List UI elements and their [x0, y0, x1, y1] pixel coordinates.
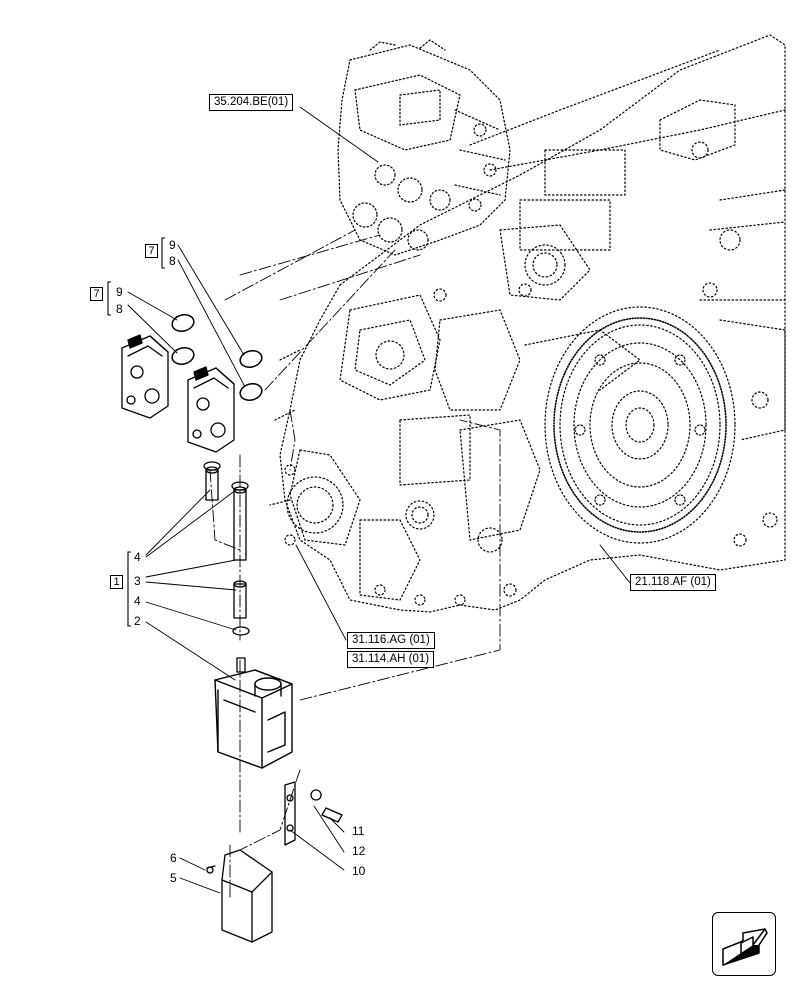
transmission-housing — [269, 34, 786, 613]
top-valve-block — [337, 39, 511, 256]
callout-4-upper: 4 — [134, 550, 141, 564]
ref-box-flywheel[interactable]: 21.118.AF (01) — [630, 574, 716, 591]
callout-5: 5 — [170, 871, 177, 885]
kit-number-7-lower: 7 — [90, 287, 103, 301]
bracket — [284, 781, 343, 846]
callout-8-upper: 8 — [169, 254, 176, 268]
callout-6: 6 — [170, 851, 177, 865]
o-rings — [171, 314, 263, 401]
valve-bodies — [121, 334, 235, 453]
callout-4-lower: 4 — [134, 594, 141, 608]
callout-11: 11 — [352, 824, 365, 838]
callout-8-lower: 8 — [116, 302, 123, 316]
callout-9-lower: 9 — [116, 285, 123, 299]
callout-2: 2 — [134, 614, 141, 628]
callout-9-upper: 9 — [169, 238, 176, 252]
next-page-arrow-icon — [722, 928, 768, 966]
ref-box-top-valve[interactable]: 35.204.BE(01) — [209, 94, 294, 111]
ref-box-housing-a[interactable]: 31.116.AG (01) — [347, 632, 435, 649]
callout-12: 12 — [352, 844, 366, 858]
ref-box-housing-b[interactable]: 31.114.AH (01) — [347, 651, 435, 668]
next-page-button[interactable] — [712, 912, 776, 976]
leader-lines — [127, 106, 631, 894]
kit-number-7-upper: 7 — [145, 244, 158, 258]
filter-housing — [214, 669, 293, 769]
flywheel — [544, 306, 736, 544]
cover — [206, 849, 273, 943]
kit-number-1: 1 — [110, 575, 123, 589]
hoses — [203, 461, 250, 673]
callout-3: 3 — [134, 574, 141, 588]
callout-10: 10 — [352, 864, 366, 878]
